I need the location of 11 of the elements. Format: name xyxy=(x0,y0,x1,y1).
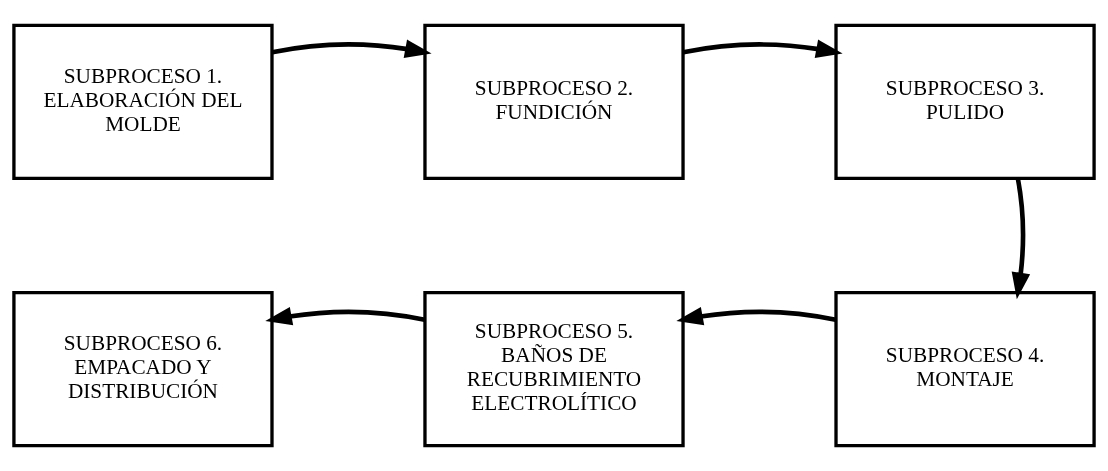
node-box: SUBPROCESO 4. MONTAJE xyxy=(834,291,1096,448)
node-box: SUBPROCESO 5. BAÑOS DE RECUBRIMIENTO ELECTROLÍTICO xyxy=(423,291,685,448)
node-box: SUBPROCESO 3. PULIDO xyxy=(834,23,1096,180)
arrow xyxy=(271,39,432,58)
arrow xyxy=(1011,178,1031,300)
node-box: SUBPROCESO 2. FUNDICIÓN xyxy=(423,23,685,180)
arrow xyxy=(682,39,843,58)
arrow xyxy=(265,307,426,326)
node-box: SUBPROCESO 1. ELABORACIÓN DEL MOLDE xyxy=(12,23,274,180)
node-box: SUBPROCESO 6. EMPACADO Y DISTRIBUCIÓN xyxy=(12,291,274,448)
arrow xyxy=(676,307,837,326)
